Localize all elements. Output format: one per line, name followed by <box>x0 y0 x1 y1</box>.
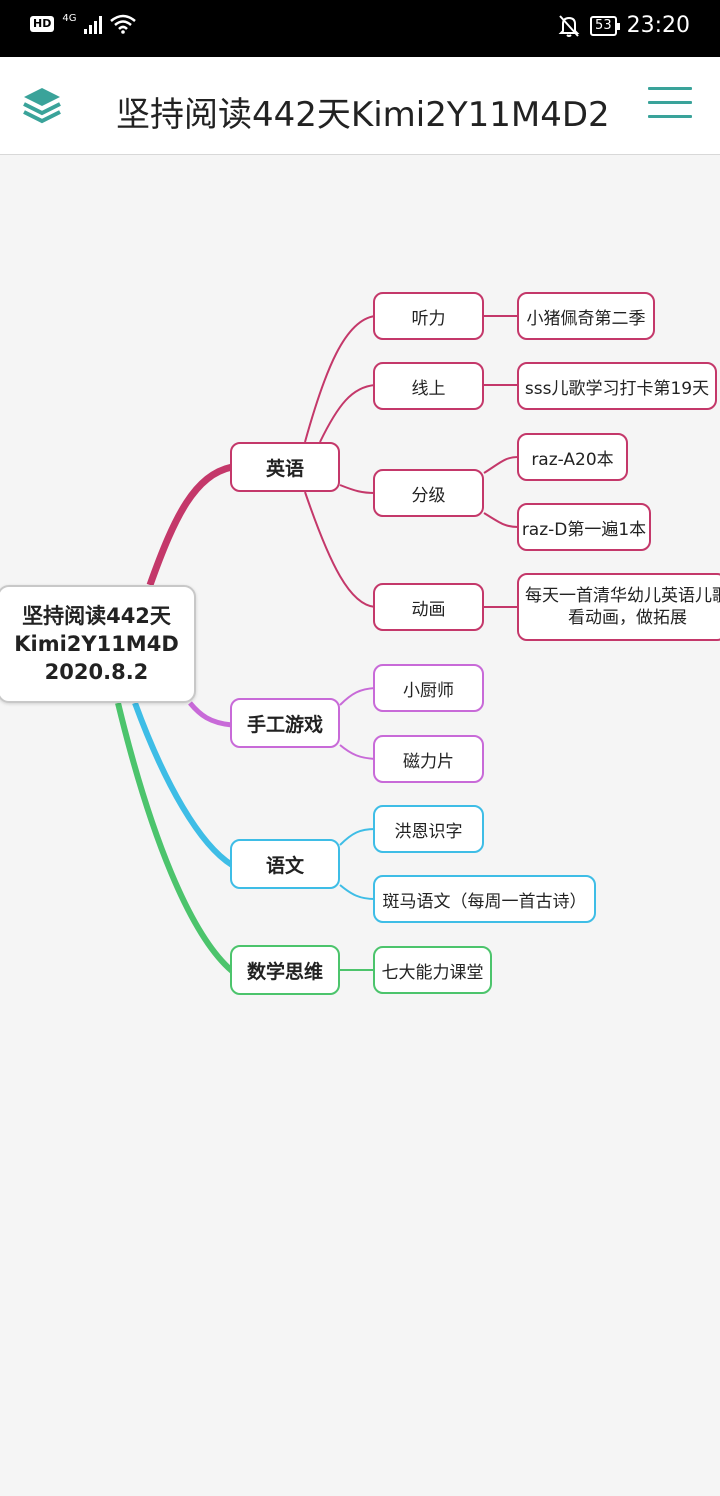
hd-badge: HD <box>30 16 55 32</box>
connector-math <box>115 702 234 974</box>
animation-item-line2: 看动画，做拓展 <box>568 608 687 628</box>
node-crafts[interactable]: 手工游戏 <box>230 698 340 748</box>
node-math-item-1[interactable]: 七大能力课堂 <box>373 946 492 994</box>
clock: 23:20 <box>626 13 690 38</box>
wifi-icon <box>110 14 137 34</box>
battery-icon: 53 <box>590 15 620 36</box>
node-online[interactable]: 线上 <box>373 362 484 410</box>
node-crafts-item-2[interactable]: 磁力片 <box>373 735 484 783</box>
node-graded-item-2[interactable]: raz-D第一遍1本 <box>517 503 651 551</box>
signal-icon <box>84 14 103 34</box>
node-chinese-item-2[interactable]: 斑马语文（每周一首古诗） <box>373 875 596 923</box>
node-listening[interactable]: 听力 <box>373 292 484 340</box>
layers-icon[interactable] <box>20 84 64 128</box>
menu-icon[interactable] <box>648 87 692 123</box>
node-animation[interactable]: 动画 <box>373 583 484 631</box>
root-title: 坚持阅读442天 <box>22 604 171 628</box>
animation-item-line1: 每天一首清华幼儿英语儿歌 <box>525 586 720 606</box>
node-chinese[interactable]: 语文 <box>230 839 340 889</box>
network-type: 4G <box>62 12 77 24</box>
status-left: HD 4G <box>30 12 137 34</box>
connector-chinese <box>132 701 234 868</box>
node-online-item[interactable]: sss儿歌学习打卡第19天 <box>517 362 717 410</box>
mute-bell-icon <box>558 14 580 37</box>
node-graded[interactable]: 分级 <box>373 469 484 517</box>
root-node[interactable]: 坚持阅读442天 Kimi2Y11M4D 2020.8.2 <box>0 585 196 703</box>
status-right: 53 23:20 <box>558 13 690 38</box>
root-subtitle: Kimi2Y11M4D <box>14 632 179 656</box>
node-listening-item[interactable]: 小猪佩奇第二季 <box>517 292 655 340</box>
node-math[interactable]: 数学思维 <box>230 945 340 995</box>
node-chinese-item-1[interactable]: 洪恩识字 <box>373 805 484 853</box>
node-graded-item-1[interactable]: raz-A20本 <box>517 433 628 481</box>
mindmap-canvas[interactable]: 坚持阅读442天 Kimi2Y11M4D 2020.8.2 英语 听力 小猪佩奇… <box>0 155 720 1496</box>
root-date: 2020.8.2 <box>44 660 149 684</box>
node-animation-item[interactable]: 每天一首清华幼儿英语儿歌 看动画，做拓展 <box>517 573 720 641</box>
app-bar: 坚持阅读442天Kimi2Y11M4D2 <box>0 57 720 155</box>
node-crafts-item-1[interactable]: 小厨师 <box>373 664 484 712</box>
page-title: 坚持阅读442天Kimi2Y11M4D2 <box>116 95 610 135</box>
connector-crafts <box>188 701 233 728</box>
mindmap-connectors <box>115 315 519 974</box>
connector-english <box>146 463 233 587</box>
node-english[interactable]: 英语 <box>230 442 340 492</box>
status-bar: HD 4G 53 23:20 <box>0 0 720 57</box>
